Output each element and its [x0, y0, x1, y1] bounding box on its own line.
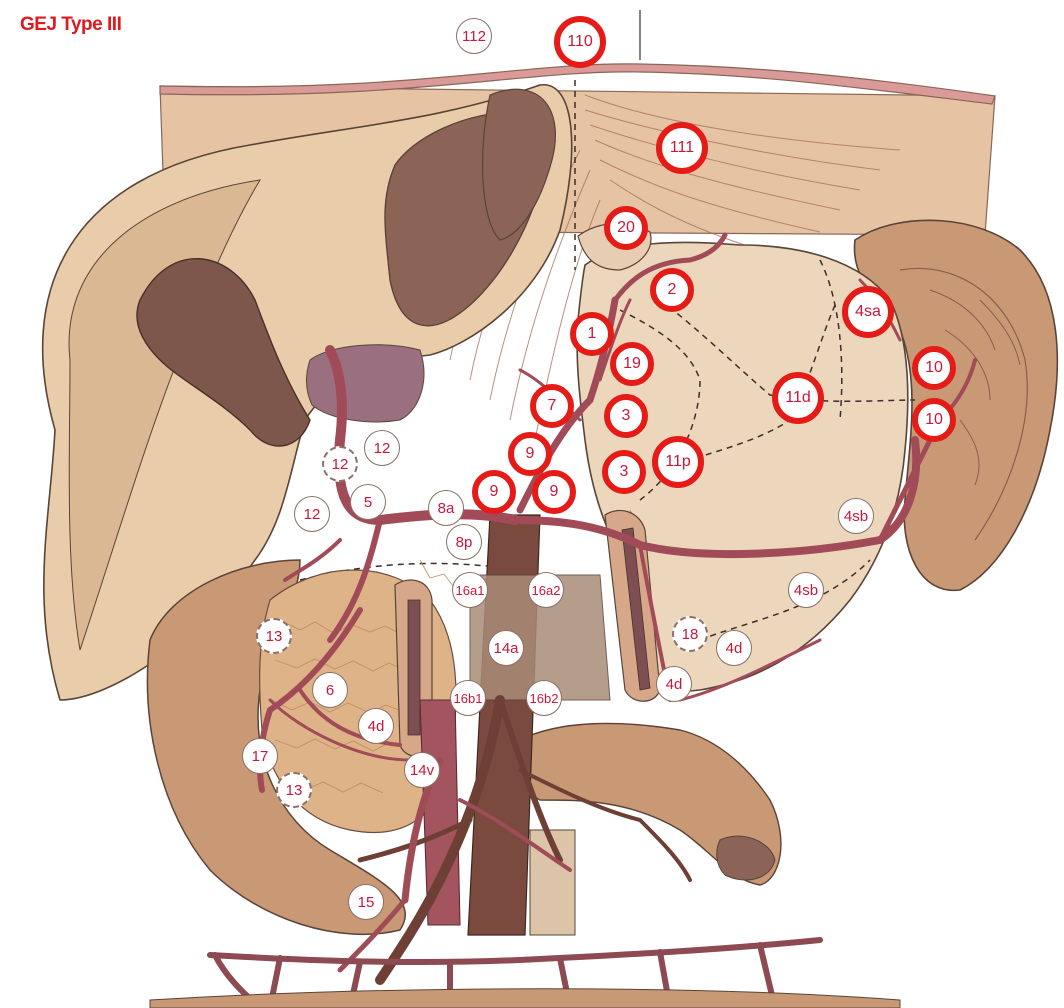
lymph-node-station-selected: 9: [472, 470, 516, 514]
lymph-node-station: 8p: [446, 524, 482, 560]
ivc: [420, 700, 460, 925]
lymph-node-station-selected: 7: [530, 384, 574, 428]
lymph-node-station: 8a: [428, 490, 464, 526]
lymph-node-station: 12: [294, 496, 330, 532]
lymph-node-station: 4d: [656, 666, 692, 702]
lymph-node-station: 14a: [488, 630, 524, 666]
lymph-node-station-selected: 2: [650, 268, 694, 312]
lymph-node-station: 6: [312, 672, 348, 708]
lymph-node-station: 5: [350, 484, 386, 520]
lymph-node-station-selected: 9: [532, 470, 576, 514]
lymph-node-station-selected: 11d: [772, 372, 824, 424]
hilum: [306, 345, 423, 422]
pylorus-lumen: [408, 600, 420, 735]
lymph-node-station-selected: 10: [912, 398, 956, 442]
lymph-node-station: 12: [322, 446, 358, 482]
lymph-node-station: 4sb: [838, 498, 874, 534]
lymph-node-station: 112: [456, 18, 492, 54]
lymph-node-station: 16a2: [528, 572, 564, 608]
lymph-node-station-selected: 10: [912, 346, 956, 390]
lymph-node-station: 13: [256, 618, 292, 654]
lymph-node-station-selected: 9: [508, 432, 552, 476]
lymph-node-station-selected: 20: [604, 206, 648, 250]
lymph-node-station: 4d: [358, 708, 394, 744]
lymph-node-station-selected: 11p: [652, 436, 704, 488]
lymph-node-station-selected: 4sa: [842, 286, 894, 338]
lymph-node-station: 18: [672, 616, 708, 652]
lymph-node-station: 4sb: [788, 572, 824, 608]
colon-bottom: [150, 989, 900, 1008]
lymph-node-station-selected: 110: [554, 16, 606, 68]
lymph-node-station: 12: [364, 430, 400, 466]
lymph-node-station: 13: [276, 772, 312, 808]
lymph-node-station: 4d: [716, 630, 752, 666]
lymph-node-station: 16b1: [450, 680, 486, 716]
lymph-node-station-selected: 3: [604, 394, 648, 438]
lymph-node-station: 16a1: [452, 572, 488, 608]
lymph-node-station-selected: 3: [602, 450, 646, 494]
lymph-node-station: 17: [242, 738, 278, 774]
lymph-node-station: 16b2: [526, 680, 562, 716]
lymph-node-station-selected: 1: [570, 312, 614, 356]
diagram-title: GEJ Type III: [20, 14, 121, 36]
lymph-node-station-selected: 111: [656, 122, 708, 174]
lymph-node-station-selected: 19: [610, 342, 654, 386]
lymph-node-station: 15: [348, 884, 384, 920]
lymph-node-station: 14v: [404, 752, 440, 788]
